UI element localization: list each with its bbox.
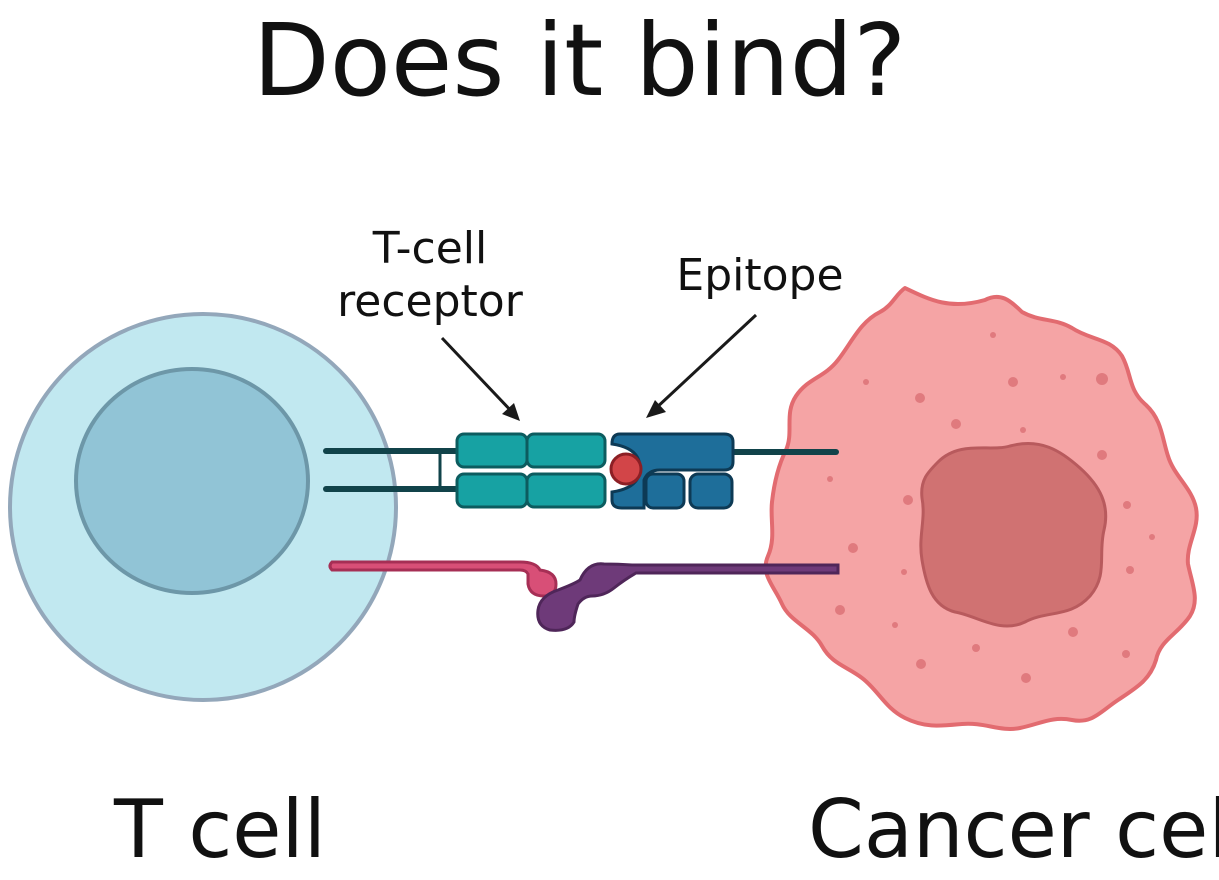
tcr-alpha-constant-domain	[455, 432, 529, 469]
tcr-label: T-cell receptor	[305, 223, 555, 329]
tcr-pmhc-complex	[323, 432, 839, 510]
t-cell-label: T cell	[114, 783, 326, 876]
tcr-label-line-2: receptor	[337, 275, 523, 327]
beta2-microglobulin-domain	[688, 472, 734, 510]
mhc-alpha-1-2-domain	[610, 432, 735, 510]
tcr-arrow-line	[440, 336, 516, 416]
t-cell-nucleus	[74, 367, 310, 595]
coreceptor-purple	[536, 562, 840, 632]
coreceptor-complex	[328, 560, 840, 632]
epitope-label: Epitope	[676, 250, 844, 301]
arrows	[440, 313, 758, 421]
tcr-beta-variable-domain	[525, 472, 607, 509]
mhc-alpha-3-domain	[644, 472, 686, 510]
tcr-alpha-variable-domain	[525, 432, 607, 469]
epitope-arrow-head	[646, 400, 666, 418]
diagram-title: Does it bind?	[252, 2, 907, 119]
cancer-cell-label: Cancer cell	[808, 783, 1219, 876]
cancer-cell	[763, 286, 1199, 731]
tcr-beta-constant-domain	[455, 472, 529, 509]
tcr-label-line-1: T-cell	[372, 223, 488, 274]
tcr-arrow-head	[502, 403, 520, 421]
t-cell	[8, 312, 398, 702]
epitope-arrow-line	[652, 313, 758, 412]
epitope-peptide	[609, 452, 643, 486]
cancer-cell-nucleus	[919, 441, 1108, 628]
cancer-cell-speckles	[827, 332, 1155, 683]
